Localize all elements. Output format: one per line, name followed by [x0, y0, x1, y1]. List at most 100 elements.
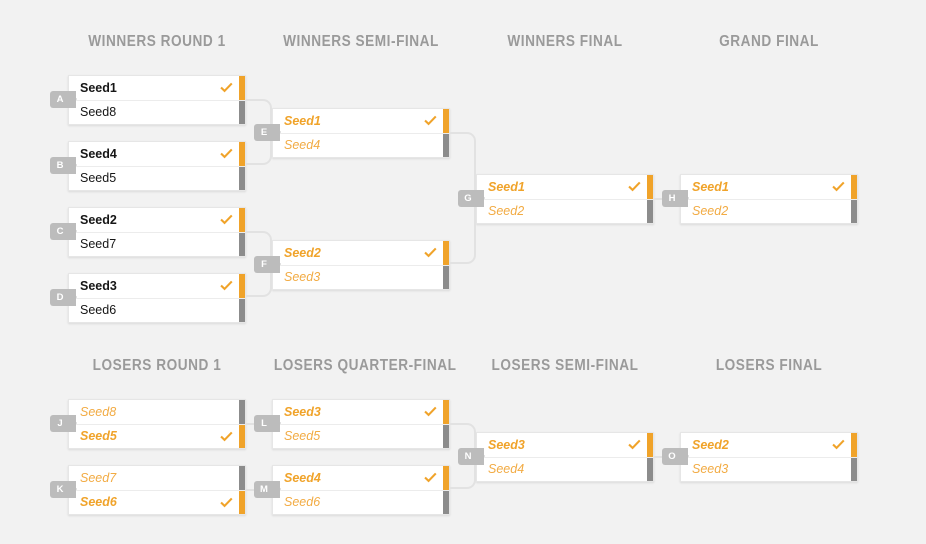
match-row[interactable]: Seed4 — [273, 133, 449, 157]
badge-arrow — [680, 190, 689, 206]
match-badge-o[interactable]: O — [662, 448, 689, 465]
result-bar — [647, 458, 653, 481]
match-row[interactable]: Seed1 — [69, 76, 245, 100]
competitor-name: Seed6 — [80, 303, 117, 318]
competitor-name: Seed5 — [80, 171, 117, 186]
check-icon — [220, 148, 233, 161]
match-badge-c[interactable]: C — [50, 223, 77, 240]
competitor-name: Seed3 — [80, 278, 117, 293]
match-row[interactable]: Seed6 — [69, 490, 245, 514]
match-row[interactable]: Seed5 — [69, 166, 245, 190]
result-bar — [443, 266, 449, 289]
match-badge-j[interactable]: J — [50, 415, 77, 432]
competitor-name: Seed4 — [284, 470, 321, 485]
match-row[interactable]: Seed1 — [273, 109, 449, 133]
round-heading-h-lqf: LOSERS QUARTER-FINAL — [273, 357, 457, 374]
check-icon — [220, 280, 233, 293]
match-row[interactable]: Seed2 — [681, 433, 857, 457]
match-row[interactable]: Seed8 — [69, 100, 245, 124]
match-row[interactable]: Seed4 — [273, 466, 449, 490]
result-bar — [647, 200, 653, 223]
competitor-name: Seed1 — [284, 113, 321, 128]
match-row[interactable]: Seed3 — [681, 457, 857, 481]
competitor-name: Seed4 — [488, 462, 525, 477]
result-bar — [443, 109, 449, 133]
match-badge-g[interactable]: G — [458, 190, 485, 207]
match-row[interactable]: Seed3 — [273, 265, 449, 289]
result-bar — [443, 466, 449, 490]
match-row[interactable]: Seed1 — [681, 175, 857, 199]
match-row[interactable]: Seed6 — [273, 490, 449, 514]
match-row[interactable]: Seed2 — [477, 199, 653, 223]
competitor-name: Seed4 — [284, 138, 321, 153]
match-row[interactable]: Seed7 — [69, 466, 245, 490]
match-row[interactable]: Seed6 — [69, 298, 245, 322]
result-bar — [647, 175, 653, 199]
match-row[interactable]: Seed2 — [681, 199, 857, 223]
check-icon — [628, 439, 641, 452]
match-row[interactable]: Seed8 — [69, 400, 245, 424]
match-badge-n[interactable]: N — [458, 448, 485, 465]
result-bar — [443, 241, 449, 265]
competitor-name: Seed2 — [692, 437, 729, 452]
badge-letter: D — [56, 291, 64, 303]
badge-letter: C — [56, 225, 64, 237]
match-badge-f[interactable]: F — [254, 256, 281, 273]
round-heading-h-lsf: LOSERS SEMI-FINAL — [491, 357, 639, 374]
result-bar — [239, 76, 245, 100]
match-row[interactable]: Seed3 — [69, 274, 245, 298]
match-row[interactable]: Seed5 — [69, 424, 245, 448]
match-badge-a[interactable]: A — [50, 91, 77, 108]
result-bar — [239, 101, 245, 124]
match-badge-b[interactable]: B — [50, 157, 77, 174]
badge-arrow — [68, 157, 77, 173]
result-bar — [239, 233, 245, 256]
badge-letter: N — [464, 450, 472, 462]
badge-arrow — [272, 415, 281, 431]
competitor-name: Seed3 — [488, 437, 525, 452]
badge-arrow — [272, 256, 281, 272]
result-bar — [239, 142, 245, 166]
check-icon — [424, 472, 437, 485]
match-badge-k[interactable]: K — [50, 481, 77, 498]
match-badge-h[interactable]: H — [662, 190, 689, 207]
result-bar — [239, 208, 245, 232]
match-row[interactable]: Seed2 — [273, 241, 449, 265]
result-bar — [239, 400, 245, 424]
match-row[interactable]: Seed3 — [273, 400, 449, 424]
match-row[interactable]: Seed5 — [273, 424, 449, 448]
result-bar — [239, 425, 245, 448]
badge-letter: E — [260, 126, 268, 138]
check-icon — [832, 181, 845, 194]
match-row[interactable]: Seed2 — [69, 208, 245, 232]
result-bar — [647, 433, 653, 457]
badge-arrow — [272, 124, 281, 140]
badge-arrow — [68, 481, 77, 497]
match-row[interactable]: Seed3 — [477, 433, 653, 457]
match-row[interactable]: Seed4 — [477, 457, 653, 481]
round-heading-h-wsf: WINNERS SEMI-FINAL — [283, 33, 439, 50]
check-icon — [628, 181, 641, 194]
match-row[interactable]: Seed1 — [477, 175, 653, 199]
match-badge-d[interactable]: D — [50, 289, 77, 306]
competitor-name: Seed2 — [80, 212, 117, 227]
competitor-name: Seed6 — [284, 495, 321, 510]
badge-arrow — [68, 415, 77, 431]
match-badge-l[interactable]: L — [254, 415, 281, 432]
competitor-name: Seed2 — [488, 204, 525, 219]
badge-arrow — [68, 91, 77, 107]
competitor-name: Seed7 — [80, 470, 117, 485]
match-badge-m[interactable]: M — [254, 481, 281, 498]
badge-arrow — [68, 289, 77, 305]
match-badge-e[interactable]: E — [254, 124, 281, 141]
match-row[interactable]: Seed7 — [69, 232, 245, 256]
badge-letter: B — [56, 159, 64, 171]
match-row[interactable]: Seed4 — [69, 142, 245, 166]
badge-arrow — [272, 481, 281, 497]
